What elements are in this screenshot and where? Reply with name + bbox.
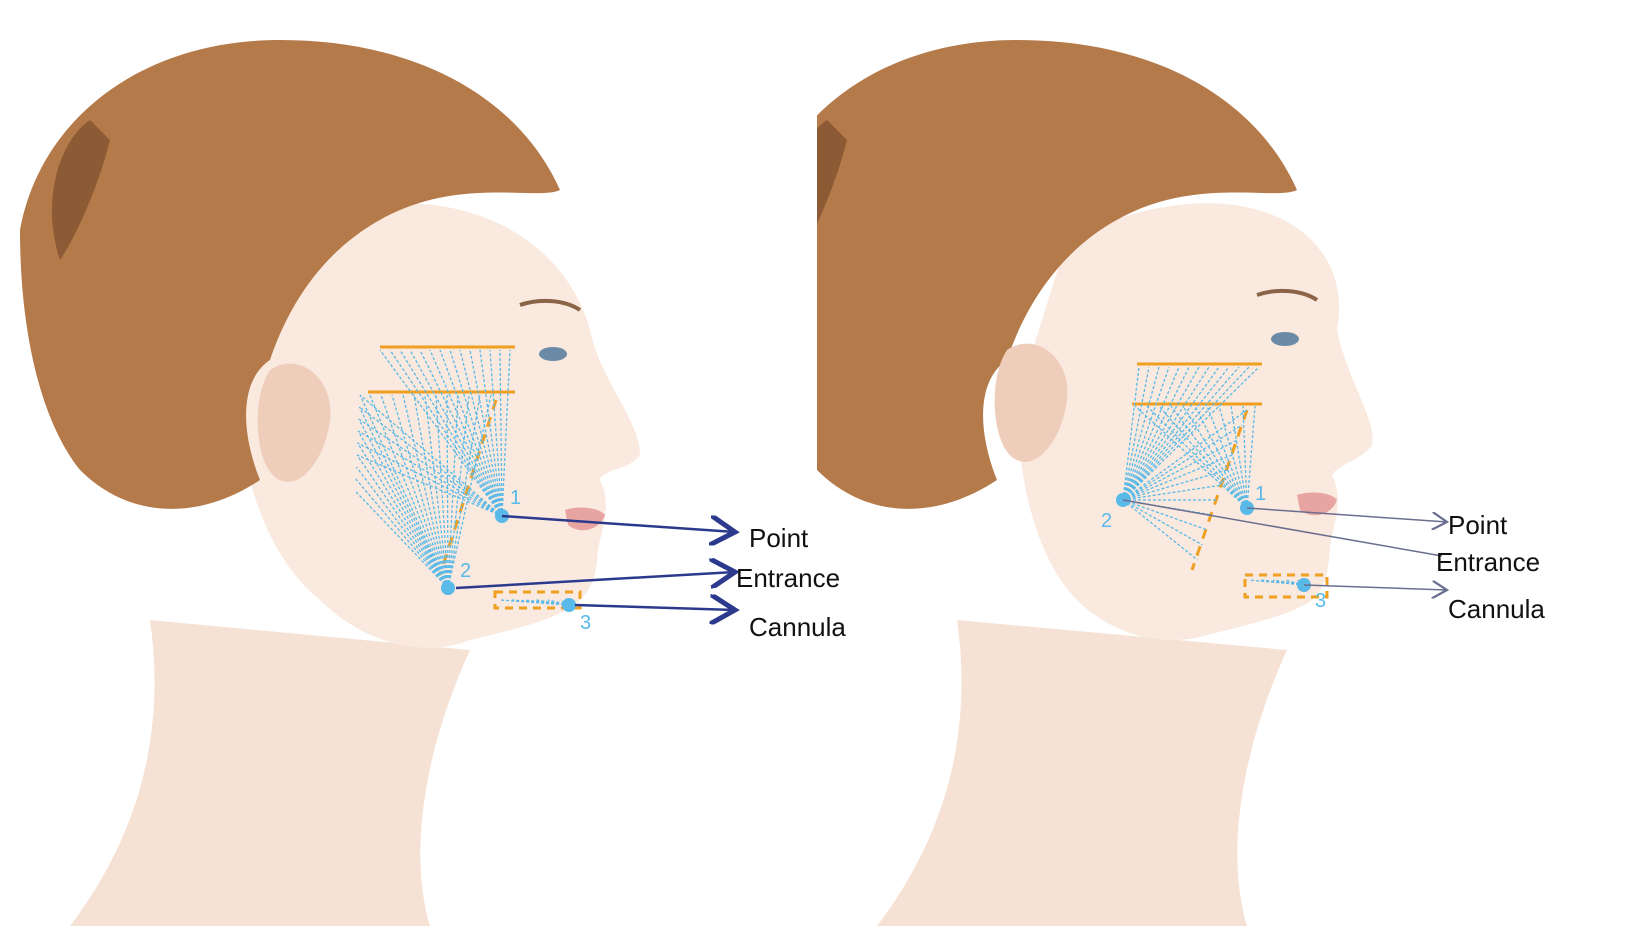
- left-illustration: [0, 0, 817, 926]
- entry-point-2: [441, 581, 455, 595]
- label-cannula: Cannula: [1448, 594, 1545, 625]
- neck: [70, 620, 470, 926]
- label-point: Point: [1448, 510, 1507, 541]
- eye: [1271, 332, 1299, 346]
- right-figure: 1 2 3 Point Entrance Cannula: [817, 0, 1634, 926]
- left-figure: 1 2 3 Point Entrance Cannula: [0, 0, 817, 926]
- entry-number-2: 2: [1101, 510, 1112, 533]
- entry-point-3: [562, 598, 576, 612]
- label-entrance: Entrance: [1436, 547, 1540, 578]
- entry-number-3: 3: [1315, 590, 1326, 613]
- entry-number-3: 3: [580, 612, 591, 635]
- right-illustration: [817, 0, 1634, 926]
- entry-number-1: 1: [510, 487, 521, 510]
- neck: [877, 620, 1287, 926]
- eye: [539, 347, 567, 361]
- label-point: Point: [749, 523, 808, 554]
- entry-number-2: 2: [460, 560, 471, 583]
- entry-number-1: 1: [1255, 483, 1266, 506]
- arrow-cannula: [575, 605, 735, 610]
